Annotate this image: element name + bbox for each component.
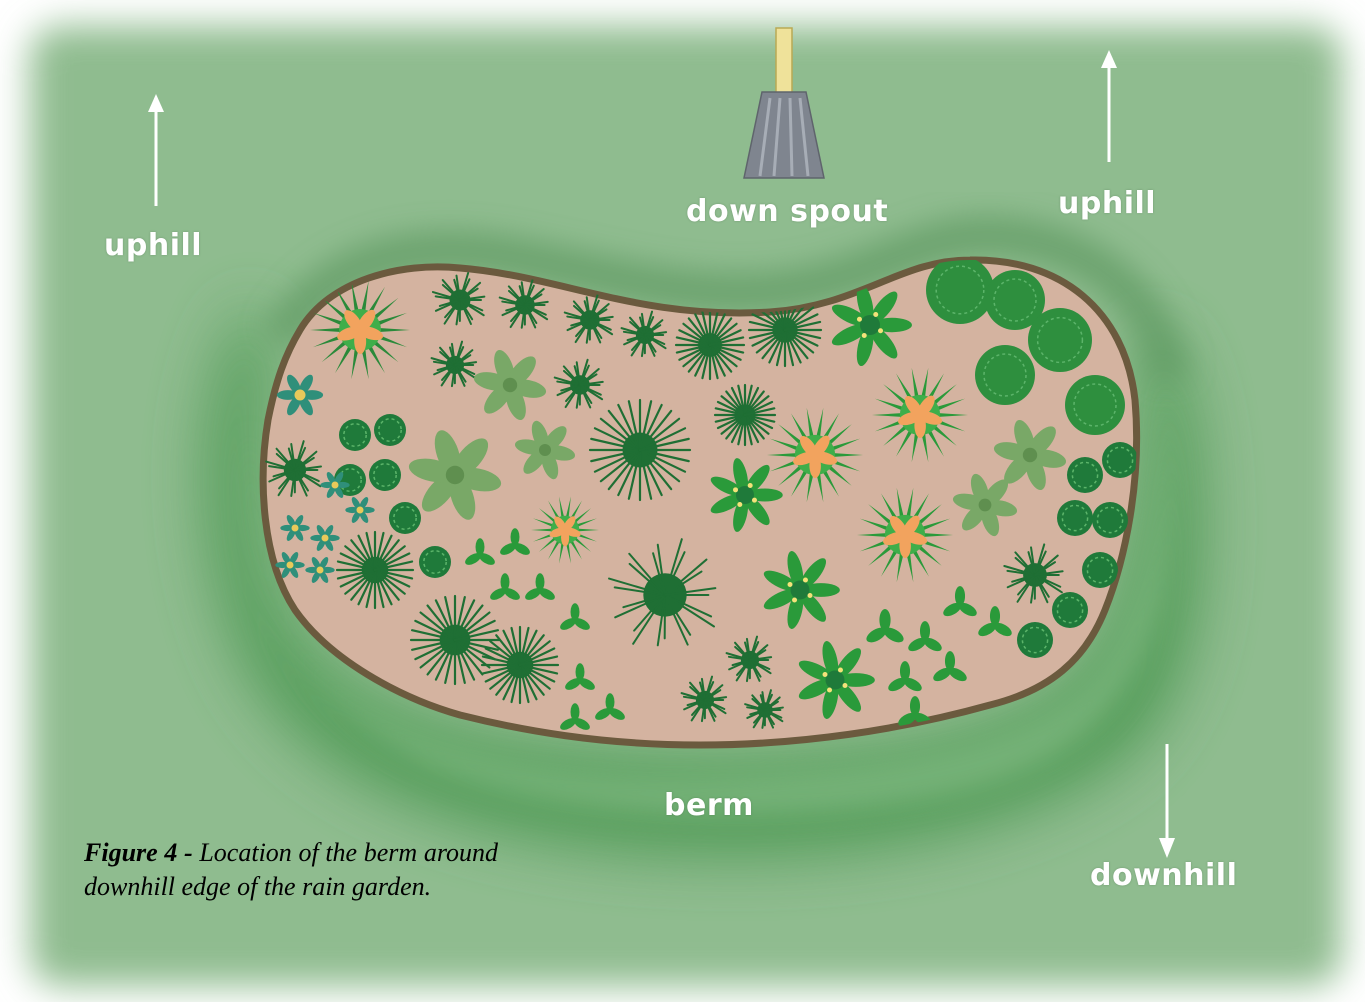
plant-round-24 bbox=[1017, 622, 1053, 658]
figure-caption-number: Figure 4 - bbox=[84, 838, 193, 867]
plant-round-20 bbox=[1092, 502, 1128, 538]
plant-round-35 bbox=[339, 419, 371, 451]
plant-round-23 bbox=[1052, 592, 1088, 628]
plant-round-15 bbox=[975, 345, 1035, 405]
figure-caption: Figure 4 - Location of the berm around d… bbox=[84, 836, 498, 904]
plant-round-14 bbox=[1028, 308, 1092, 372]
uphill-label-right: uphill bbox=[1058, 186, 1156, 221]
down-spout-label: down spout bbox=[686, 194, 888, 229]
plant-round-39 bbox=[389, 502, 421, 534]
plant-round-18 bbox=[1102, 442, 1138, 478]
uphill-label-left: uphill bbox=[104, 228, 202, 263]
berm-label: berm bbox=[664, 788, 754, 823]
plant-round-37 bbox=[369, 459, 401, 491]
plant-round-36 bbox=[374, 414, 406, 446]
plant-round-16 bbox=[1065, 375, 1125, 435]
plant-round-22 bbox=[1082, 552, 1118, 588]
downhill-label: downhill bbox=[1090, 858, 1237, 893]
plant-round-21 bbox=[1057, 500, 1093, 536]
plant-round-49 bbox=[419, 546, 451, 578]
plant-round-19 bbox=[1067, 457, 1103, 493]
plant-round-12 bbox=[926, 256, 994, 324]
